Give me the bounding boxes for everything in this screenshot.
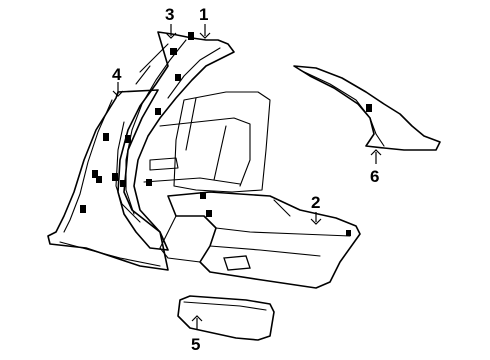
- clip-hole-icon: [80, 205, 86, 213]
- callout-4: 4: [112, 65, 122, 84]
- part-5-sill-trim: [177, 295, 275, 341]
- clip-hole-icon: [206, 210, 212, 217]
- clip-hole-icon: [92, 170, 98, 178]
- callout-6: 6: [370, 167, 379, 186]
- clip-hole-icon: [155, 108, 161, 115]
- clip-hole-icon: [96, 176, 102, 183]
- clip-hole-icon: [366, 104, 372, 112]
- part-1-pillar-trim: [117, 31, 235, 251]
- clip-hole-icon: [120, 180, 126, 187]
- part-2-side-trim-panel: [159, 191, 361, 289]
- clip-hole-icon: [346, 230, 351, 236]
- callout-2: 2: [311, 193, 320, 212]
- callout-5: 5: [191, 335, 200, 354]
- clip-hole-icon: [188, 32, 194, 40]
- clip-hole-icon: [112, 173, 118, 181]
- clip-hole-icon: [146, 179, 152, 186]
- callout-3: 3: [165, 5, 174, 24]
- handle-recess-icon: [223, 255, 251, 271]
- clip-hole-icon: [175, 74, 181, 81]
- part-6-upper-quarter-trim: [293, 65, 441, 151]
- clip-hole-icon: [170, 48, 177, 55]
- rear-opening-outline: [96, 91, 271, 199]
- clip-hole-icon: [200, 192, 206, 199]
- clip-hole-icon: [125, 135, 131, 143]
- clip-hole-icon: [103, 133, 109, 141]
- callout-1: 1: [199, 5, 208, 24]
